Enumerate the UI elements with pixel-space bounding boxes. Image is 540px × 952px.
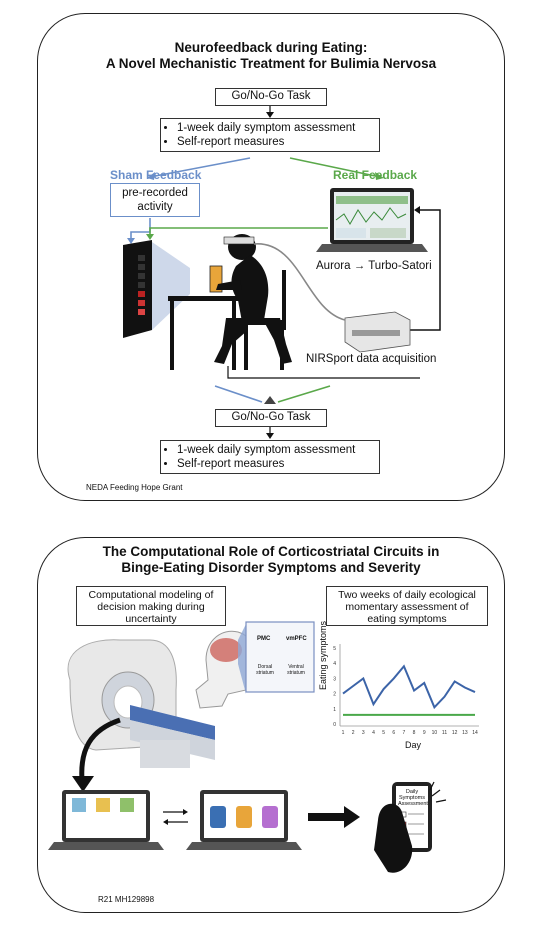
chart-xtick-label: 9 <box>423 730 426 736</box>
go-nogo-task-bottom: Go/No-Go Task <box>215 409 327 427</box>
node-pmc: PMC <box>257 636 271 642</box>
fnirs-cable <box>253 243 346 321</box>
chart-xtick-label: 7 <box>403 730 406 736</box>
chart-xtick-label: 14 <box>472 730 478 736</box>
mri-scanner <box>67 639 215 768</box>
assessment-item: Self-report measures <box>177 457 375 471</box>
swap-arrows <box>163 809 188 825</box>
monitor-bars <box>138 255 145 315</box>
laptop-slot-machines <box>186 790 302 850</box>
phone-screen-text: Daily Symptoms Assessment <box>398 789 428 807</box>
real-feedback-label: Real Feedback <box>333 168 418 182</box>
monitor-light-cone <box>152 242 190 330</box>
panel1-title-line1: Neurofeedback during Eating: <box>174 40 368 55</box>
arrow-head-bottom <box>266 433 274 439</box>
merge-arrow-sham <box>214 385 263 403</box>
arrow-head-sham <box>147 172 155 180</box>
real-line-head <box>146 234 154 240</box>
chart-ytick-label: 5 <box>333 646 336 652</box>
panel1-title-line2: A Novel Mechanistic Treatment for Bulimi… <box>105 56 437 71</box>
person-silhouette <box>214 234 292 364</box>
chart-xtick-label: 2 <box>352 730 355 736</box>
panel2-title: The Computational Role of Corticostriata… <box>38 544 504 576</box>
assessment-box-top: 1-week daily symptom assessment Self-rep… <box>160 118 380 152</box>
node-dorsal-striatum: Dorsal striatum <box>256 664 274 676</box>
nirsport-label: NIRSport data acquisition <box>306 353 437 365</box>
panel2-title-line1: The Computational Role of Corticostriata… <box>102 544 440 559</box>
prerecorded-activity-box: pre-recorded activity <box>110 183 200 217</box>
sham-line-head <box>127 238 135 244</box>
right-arrow <box>308 806 360 828</box>
sham-line <box>130 218 151 240</box>
acquisition-arrow-head <box>414 206 420 214</box>
panel1-grant: NEDA Feeding Hope Grant <box>86 483 183 492</box>
chart-xlabel: Day <box>405 740 422 750</box>
go-nogo-task-top: Go/No-Go Task <box>215 88 327 106</box>
arrow-head-real <box>375 172 384 180</box>
assessment-box-bottom: 1-week daily symptom assessment Self-rep… <box>160 440 380 474</box>
chart-xtick-label: 13 <box>462 730 468 736</box>
panel2-grant: R21 MH129898 <box>98 895 155 904</box>
aurora-turbo-satori-label: Aurora → Turbo-Satori <box>316 260 432 272</box>
table-top <box>168 296 240 301</box>
chart-xtick-label: 8 <box>413 730 416 736</box>
real-line <box>149 227 328 236</box>
magnification-cone <box>238 624 246 694</box>
chart-ytick-label: 2 <box>333 692 336 698</box>
bottom-connector-line <box>227 366 420 379</box>
assessment-item: Self-report measures <box>177 135 375 149</box>
merge-arrow-head <box>264 396 276 404</box>
assessment-item: 1-week daily symptom assessment <box>177 443 375 457</box>
chart-ytick-label: 3 <box>333 676 336 682</box>
mri-to-laptop-arrow <box>79 717 121 781</box>
circuit-box <box>245 621 315 693</box>
mri-arrow-head <box>72 776 94 792</box>
chart-xtick-label: 4 <box>372 730 375 736</box>
chart-xtick-label: 6 <box>392 730 395 736</box>
table-leg-left <box>170 300 174 370</box>
assessment-item: 1-week daily symptom assessment <box>177 121 375 135</box>
arrow-to-real <box>289 157 381 178</box>
chart-series-line <box>342 664 476 710</box>
computational-modeling-box: Computational modeling of decision makin… <box>76 586 226 626</box>
turbo-satori-laptop <box>316 188 428 252</box>
laptop-lotteries <box>48 790 164 850</box>
ema-box: Two weeks of daily ecological momentary … <box>326 586 488 626</box>
chart-xtick-label: 1 <box>342 730 345 736</box>
panel1-title: Neurofeedback during Eating: A Novel Mec… <box>38 40 504 72</box>
node-ventral-striatum: Ventral striatum <box>287 664 305 676</box>
acquisition-to-laptop-line <box>410 209 441 331</box>
merge-arrow-real <box>277 385 331 403</box>
arrow-to-sham <box>149 157 251 178</box>
chart-xtick-label: 10 <box>432 730 438 736</box>
nirsport-device <box>344 311 411 353</box>
node-vmpfc: vmPFC <box>286 636 307 642</box>
phone-in-hand <box>374 781 447 873</box>
chart-xtick-label: 5 <box>382 730 385 736</box>
chart-xtick-label: 11 <box>442 730 447 736</box>
panel2-title-line2: Binge-Eating Disorder Symptoms and Sever… <box>121 560 421 575</box>
chart-ytick-label: 1 <box>333 707 336 713</box>
sham-feedback-label: Sham Feedback <box>110 168 202 182</box>
chair <box>240 270 286 370</box>
arrow-head <box>266 112 274 118</box>
chart-ytick-label: 0 <box>333 722 336 728</box>
chart-xtick-label: 12 <box>452 730 458 736</box>
chart-xtick-label: 3 <box>362 730 365 736</box>
chart-ylabel: Eating symptoms <box>318 620 328 690</box>
chart-ytick-label: 4 <box>333 661 336 667</box>
